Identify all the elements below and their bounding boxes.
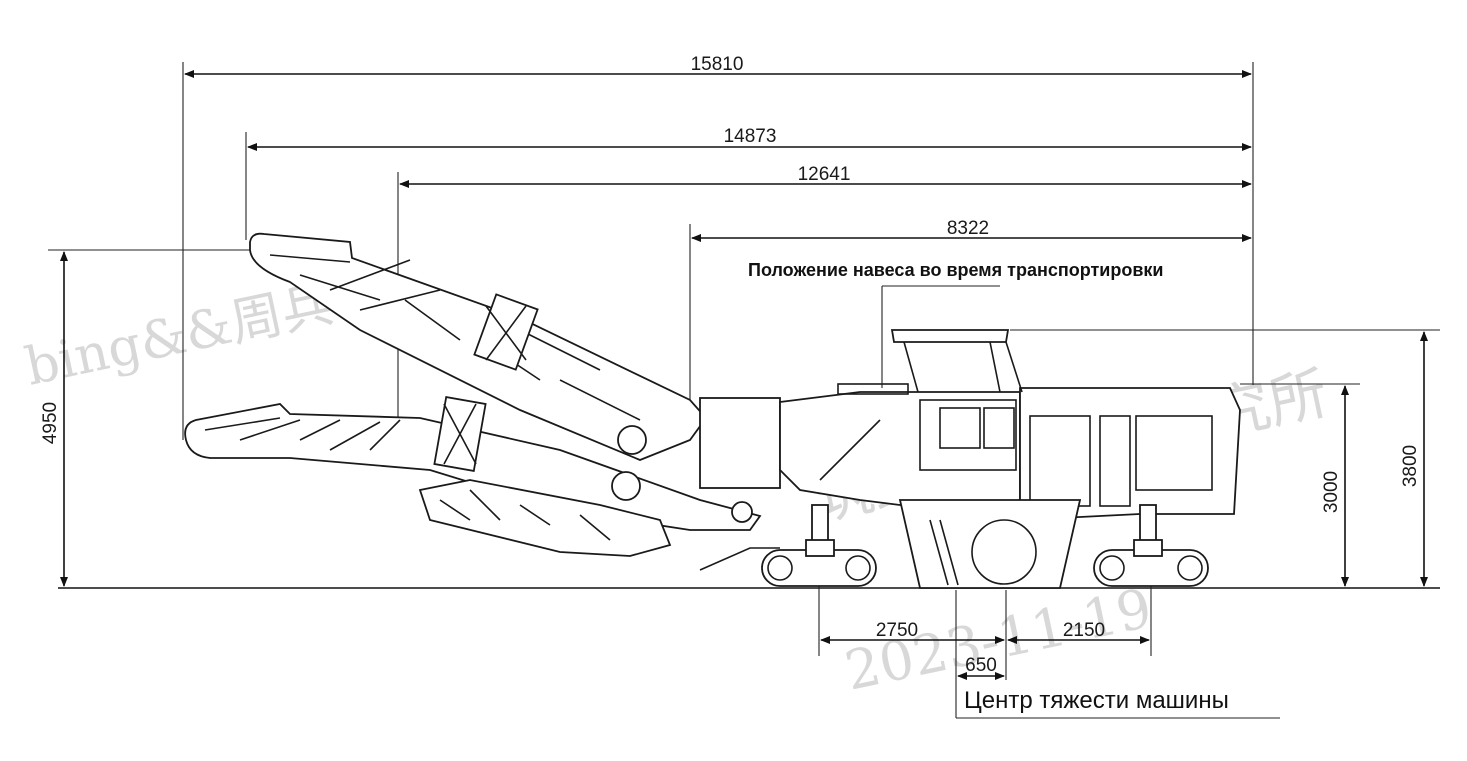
dim-to-transport: 8322 — [689, 218, 1252, 400]
dim-label-14873: 14873 — [724, 126, 777, 147]
watermark-left: bing&&周兵 — [20, 274, 339, 398]
transport-position-note: Положение навеса во время транспортировк… — [748, 260, 1163, 280]
dim-label-3800: 3800 — [1400, 445, 1421, 487]
dim-label-8322: 8322 — [947, 218, 989, 239]
dim-label-2750: 2750 — [876, 620, 918, 641]
track-rear — [1093, 504, 1209, 587]
dim-label-12641: 12641 — [798, 164, 851, 185]
dim-height-canopy: 3800 — [1010, 329, 1440, 587]
dim-label-3000: 3000 — [1321, 471, 1342, 513]
machine-body — [699, 329, 1241, 589]
dim-label-4950: 4950 — [40, 402, 61, 444]
dim-label-650: 650 — [965, 655, 997, 676]
conveyor-raised — [249, 232, 708, 461]
dim-axles: 2750 2150 650 — [818, 580, 1152, 718]
dim-conveyor-lower: 12641 — [397, 164, 1252, 430]
dim-height-body: 3000 — [1240, 383, 1360, 587]
dim-total-length: 15810 — [182, 54, 1254, 440]
dim-label-2150: 2150 — [1063, 620, 1105, 641]
center-of-gravity-note: Центр тяжести машины — [964, 687, 1229, 714]
dim-conveyor-upper: 14873 — [245, 126, 1252, 240]
dim-height-conveyor: 4950 — [40, 249, 256, 587]
track-front — [761, 504, 877, 587]
dim-label-15810: 15810 — [691, 54, 744, 75]
machine-outline — [184, 232, 1241, 589]
conveyor-lower — [184, 396, 762, 557]
